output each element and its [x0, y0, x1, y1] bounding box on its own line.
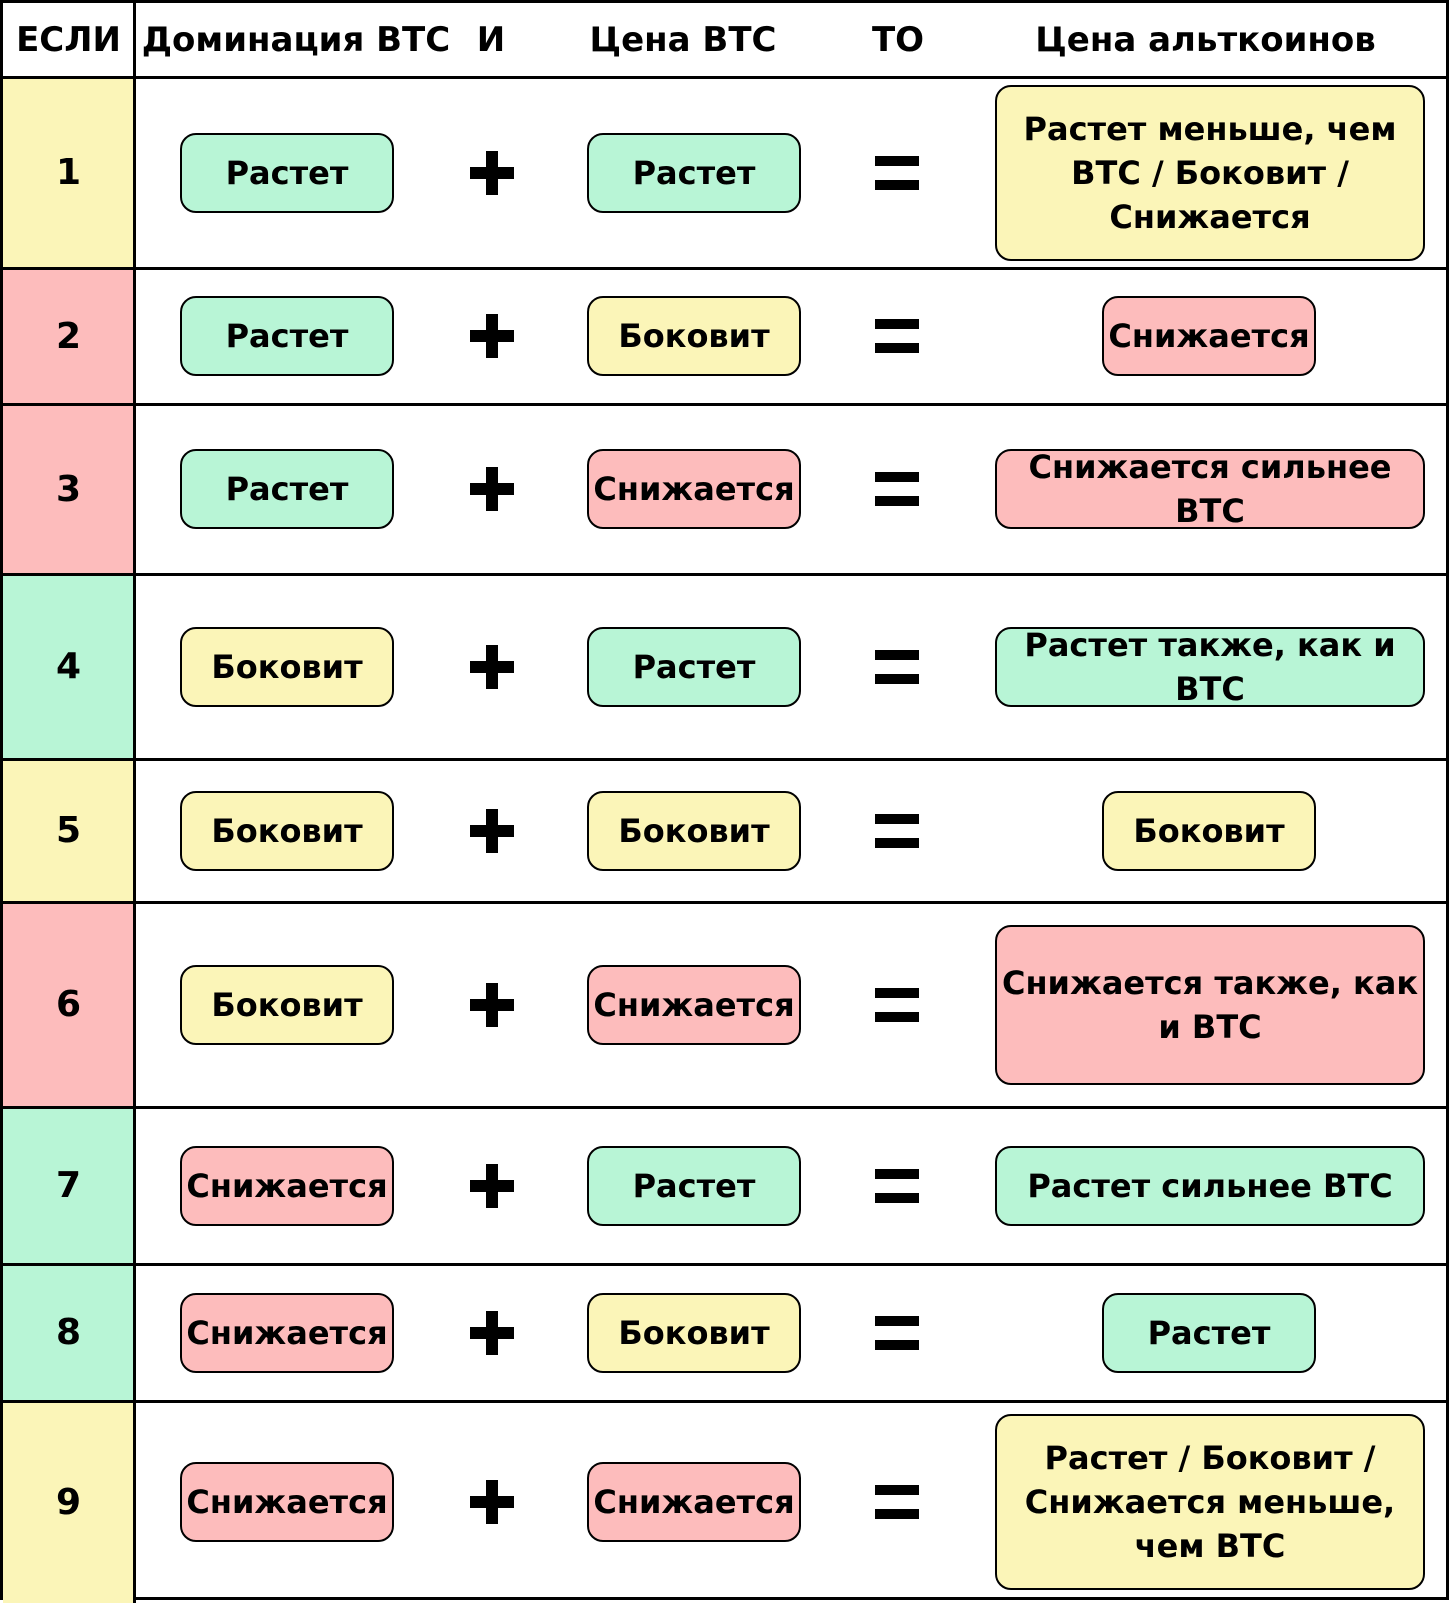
equals-icon: [875, 1167, 919, 1207]
plus-icon: [470, 808, 514, 853]
row-number-cell: 8: [3, 1264, 134, 1401]
alt-price-result-pill: Снижается: [1102, 296, 1316, 376]
row-number-cell: 3: [3, 404, 134, 574]
alt-price-result-pill: Снижается сильнее BTC: [995, 448, 1425, 530]
equals-icon: [875, 1314, 919, 1354]
equals-icon: [875, 812, 919, 852]
dominance-pill: Растет: [180, 132, 394, 213]
alt-price-result-pill: Боковит: [1102, 790, 1316, 871]
plus-icon: [470, 467, 514, 511]
dominance-pill: Снижается: [180, 1462, 394, 1542]
row-divider: [3, 403, 1449, 406]
plus-icon: [470, 644, 514, 689]
row-number-cell: 4: [3, 574, 134, 759]
btc-price-pill: Боковит: [587, 1292, 801, 1373]
btc-price-pill: Снижается: [587, 964, 801, 1045]
alt-price-result-pill: Растет меньше, чем BTC / Боковит / Снижа…: [995, 84, 1425, 261]
btc-price-pill: Снижается: [587, 1462, 801, 1542]
dominance-pill: Снижается: [180, 1145, 394, 1226]
plus-icon: [470, 982, 514, 1027]
header-alt-price: Цена альткоинов: [1035, 20, 1376, 60]
row-divider: [3, 573, 1449, 576]
alt-price-result-pill: Растет: [1102, 1292, 1316, 1373]
btc-price-pill: Растет: [587, 1145, 801, 1226]
btc-price-pill: Снижается: [587, 449, 801, 529]
row-divider: [3, 901, 1449, 904]
dominance-pill: Боковит: [180, 964, 394, 1045]
dominance-pill: Растет: [180, 296, 394, 376]
btc-price-pill: Растет: [587, 626, 801, 707]
equals-icon: [875, 986, 919, 1026]
dominance-pill: Снижается: [180, 1292, 394, 1373]
row-number-cell: 7: [3, 1107, 134, 1264]
header-btc-price: Цена BTC: [589, 20, 777, 60]
row-divider: [3, 1106, 1449, 1109]
equals-icon: [875, 1483, 919, 1523]
row-number-cell: 1: [3, 77, 134, 268]
row-divider: [3, 267, 1449, 270]
header-then: ТО: [871, 20, 925, 60]
row-divider: [3, 758, 1449, 761]
equals-icon: [875, 154, 919, 194]
column-divider: [133, 3, 136, 1603]
dominance-pill: Боковит: [180, 790, 394, 871]
plus-icon: [470, 314, 514, 358]
equals-icon: [875, 317, 919, 357]
btc-price-pill: Растет: [587, 132, 801, 213]
alt-price-result-pill: Растет также, как и BTC: [995, 626, 1425, 708]
header-dominance: Доминация BTC: [141, 20, 451, 60]
row-number-cell: 2: [3, 268, 134, 404]
btc-price-pill: Боковит: [587, 790, 801, 871]
alt-price-result-pill: Растет сильнее BTC: [995, 1145, 1425, 1226]
plus-icon: [470, 150, 514, 195]
btc-price-pill: Боковит: [587, 296, 801, 376]
alt-price-result-pill: Снижается также, как и BTC: [995, 924, 1425, 1085]
plus-icon: [470, 1310, 514, 1355]
dominance-pill: Растет: [180, 449, 394, 529]
row-divider: [3, 1263, 1449, 1266]
row-number-cell: 6: [3, 902, 134, 1107]
header-and: И: [476, 20, 506, 60]
row-divider: [3, 1400, 1449, 1403]
plus-icon: [470, 1163, 514, 1208]
equals-icon: [875, 648, 919, 688]
equals-icon: [875, 470, 919, 510]
row-number-cell: 9: [3, 1401, 134, 1603]
dominance-pill: Боковит: [180, 626, 394, 707]
plus-icon: [470, 1480, 514, 1524]
alt-price-result-pill: Растет / Боковит / Снижается меньше, чем…: [995, 1414, 1425, 1590]
header-divider: [3, 76, 1449, 79]
row-number-cell: 5: [3, 759, 134, 902]
header-if: ЕСЛИ: [16, 20, 121, 60]
